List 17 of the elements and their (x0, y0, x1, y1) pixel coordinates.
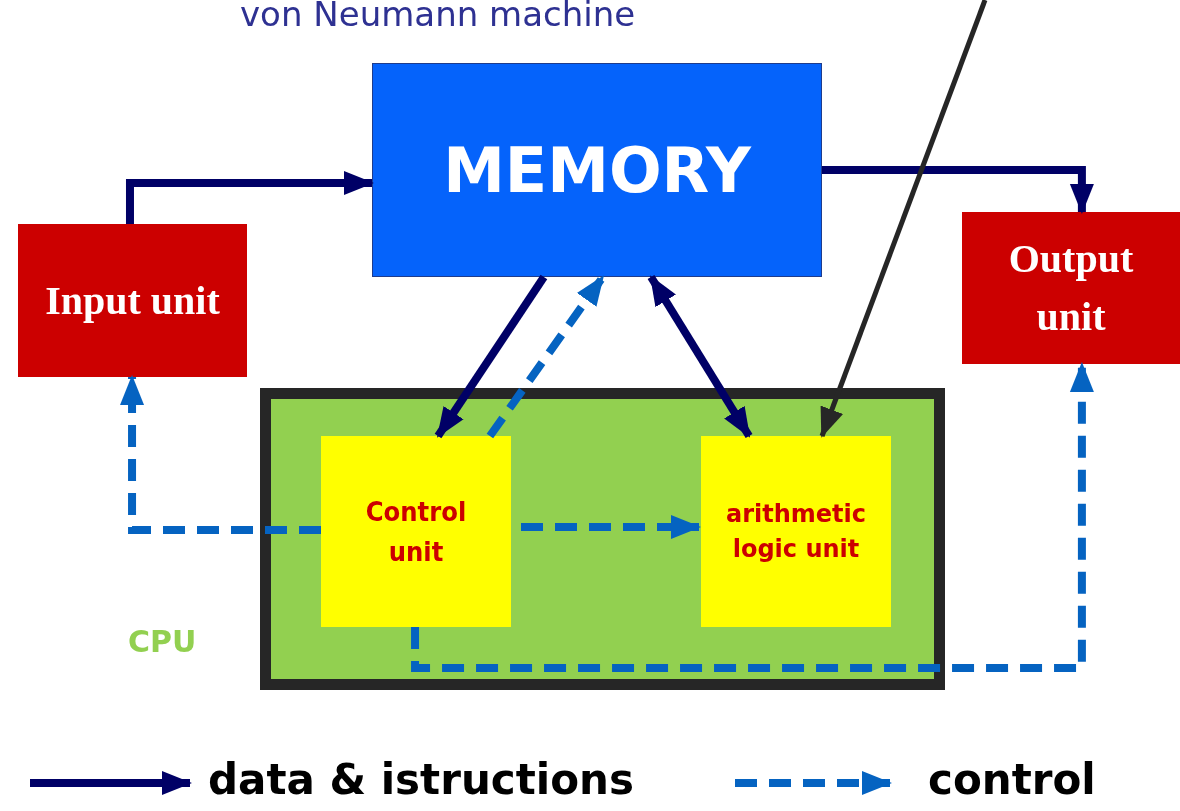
data-arrow (647, 274, 753, 439)
output-unit-box: Output unit (962, 212, 1180, 364)
alu-box: arithmetic logic unit (701, 436, 891, 627)
data-arrow (822, 166, 1094, 214)
legend-text: data & istructions (208, 754, 634, 806)
legend-text: control (928, 754, 1096, 806)
cpu-label: CPU (128, 624, 197, 659)
diagram-title: von Neumann machine (240, 0, 636, 34)
leader-line (819, 0, 988, 438)
control-arrow (120, 375, 321, 534)
data-arrow (125, 171, 374, 224)
data-arrow (434, 274, 548, 439)
control-arrow (486, 274, 607, 439)
input-unit-box: Input unit (18, 224, 247, 377)
control-arrow (411, 362, 1094, 672)
control-unit-box: Control unit (321, 436, 511, 627)
memory-box: MEMORY (372, 63, 822, 277)
